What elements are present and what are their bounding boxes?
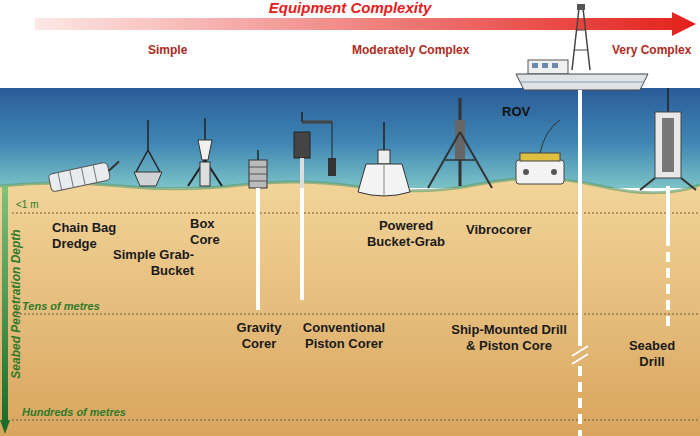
equipment-label: Gravity Corer <box>228 320 290 352</box>
equipment-label: ROV <box>502 104 530 120</box>
equipment-label: Ship-Mounted Drill & Piston Core <box>445 322 573 354</box>
equipment-label: Simple Grab-Bucket <box>108 247 194 279</box>
axis-title: Equipment Complexity <box>0 0 700 16</box>
depth-label: Tens of metres <box>22 298 100 314</box>
depth-label: <1 m <box>16 197 39 213</box>
complexity-label: Simple <box>148 42 187 58</box>
depth-label: Hundreds of metres <box>22 404 126 420</box>
equipment-label: Vibrocorer <box>466 222 532 238</box>
equipment-label: Box Core <box>190 216 230 248</box>
axis-label: Seabed Penetration Depth <box>8 204 24 404</box>
equipment-label: Seabed Drill <box>622 338 682 370</box>
equipment-label: Powered Bucket-Grab <box>356 218 456 250</box>
equipment-label: Conventional Piston Corer <box>296 320 392 352</box>
complexity-label: Moderately Complex <box>352 42 469 58</box>
complexity-label: Very Complex <box>612 42 691 58</box>
